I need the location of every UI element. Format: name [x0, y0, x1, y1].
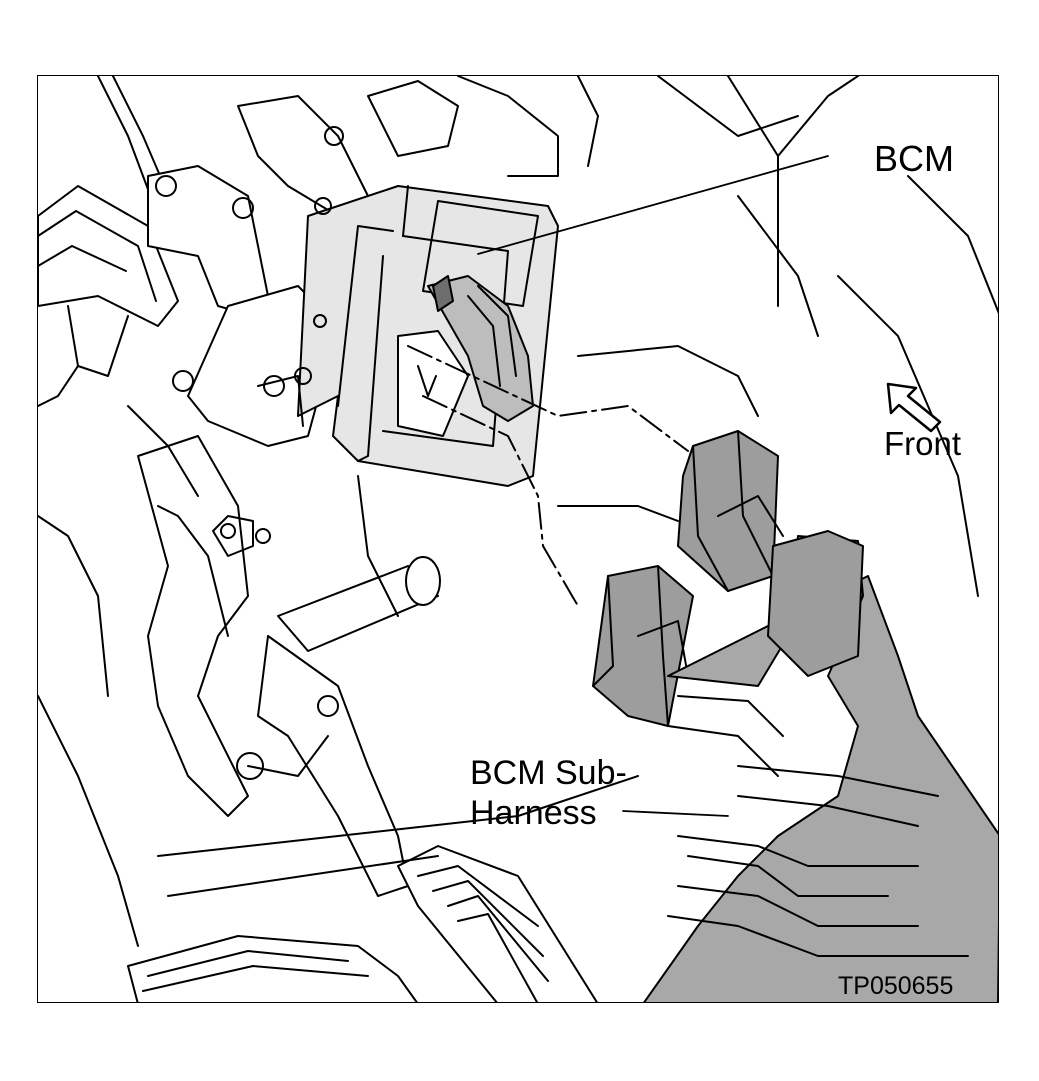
harness-connector-b — [592, 565, 694, 727]
bcm-connector — [397, 275, 534, 437]
bcm-sub-harness — [643, 530, 998, 1002]
front-arrow — [886, 382, 942, 433]
bcm-label: BCM — [874, 138, 954, 179]
accelerator-pedal — [397, 845, 598, 1002]
figure-frame: BCM Front BCM Sub- Harness TP050655 — [37, 75, 999, 1003]
upper-bracket — [147, 76, 998, 597]
dash-dot-guides — [407, 345, 689, 607]
bcm-leader-line — [477, 155, 829, 255]
front-label: Front — [884, 425, 962, 462]
pedal-bracket — [127, 405, 441, 897]
harness-connector-a — [677, 430, 784, 592]
sub-harness-label-line1: BCM Sub- — [470, 754, 627, 792]
steering-column — [38, 76, 179, 407]
illustration — [38, 76, 998, 1002]
sub-harness-label-line2: Harness — [470, 794, 597, 832]
brake-pedal-pad — [127, 935, 418, 1002]
sub-harness-leader-line — [622, 810, 729, 817]
figure-code: TP050655 — [838, 972, 954, 1000]
floor-lines — [38, 345, 759, 947]
